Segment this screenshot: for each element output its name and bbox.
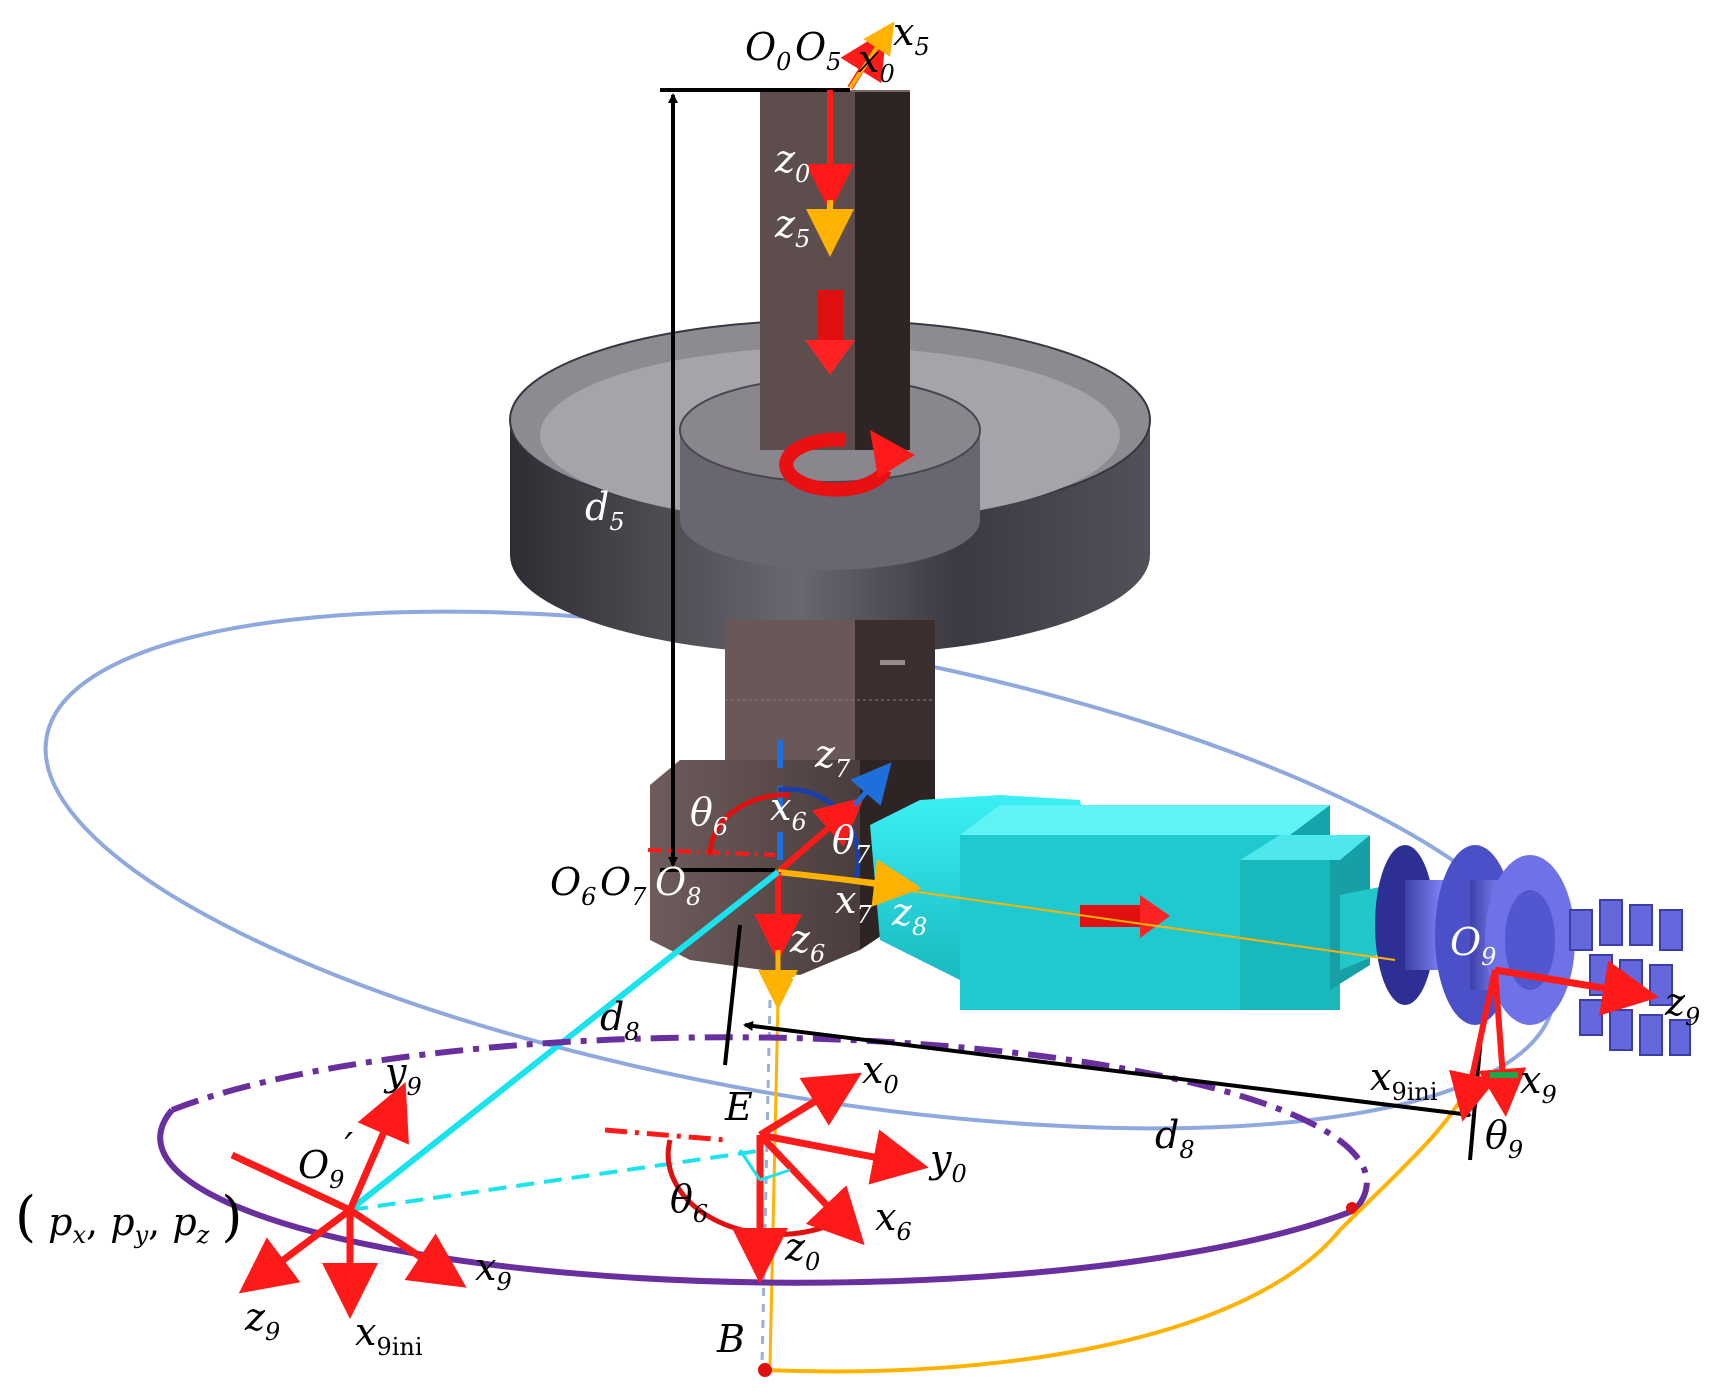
gripper: [1569, 899, 1691, 1056]
label-theta6-low: θ6: [670, 1177, 708, 1228]
label-B: B: [716, 1317, 745, 1361]
label-O0: O0: [745, 25, 791, 76]
label-O5: O5: [795, 25, 841, 76]
translation-arrow-z: [805, 290, 855, 375]
label-theta7: θ7: [832, 818, 871, 869]
rotation-arrow: [779, 432, 892, 497]
label-O8: O8: [655, 860, 701, 911]
label-z8: z8: [891, 890, 927, 941]
label-z6: z6: [789, 917, 825, 968]
labels: O0 O5 x5 x0 z0 z5 d5 z7 θ6 x6 θ7 O6 O7 O…: [15, 10, 1700, 1361]
label-O9-prime: O9′: [298, 1125, 353, 1194]
label-x6-top: x6: [770, 785, 807, 836]
point-B: [758, 1363, 772, 1377]
label-O9: O9: [1450, 920, 1496, 971]
label-O7: O7: [600, 860, 647, 911]
label-x9ini-right: x9ini: [1370, 1055, 1438, 1106]
label-x8: x8: [790, 962, 827, 1013]
label-x0-top: x0: [858, 37, 895, 88]
label-z9-low: z9: [244, 1295, 280, 1346]
label-x9ini-low: x9ini: [355, 1310, 423, 1361]
label-x0-low: x0: [862, 1048, 899, 1099]
dashed-projection: [349, 1148, 766, 1212]
label-O6: O6: [550, 860, 596, 911]
label-z0-top: z0: [774, 137, 810, 188]
label-theta6-top: θ6: [690, 790, 728, 841]
label-d8-left: d8: [600, 995, 640, 1046]
label-z7: z7: [814, 732, 851, 783]
cyan-arm: [870, 795, 1390, 1010]
label-x6-low: x6: [875, 1195, 912, 1246]
d5-dimension: [660, 88, 850, 872]
frame-0-5-top: [806, 21, 895, 257]
frame-9-prime: [230, 1082, 467, 1319]
frame-E: [604, 1072, 929, 1284]
label-z9-right: z9: [1664, 980, 1700, 1031]
purple-orbit-dashed: [170, 1034, 1370, 1212]
orbit-point: [1346, 1202, 1358, 1214]
label-x7: x7: [835, 878, 872, 929]
label-point-coords: ( px, py, pz ): [15, 1185, 242, 1252]
lower-column: [650, 620, 935, 975]
label-E: E: [724, 1085, 753, 1129]
label-d5: d5: [585, 485, 625, 536]
label-z0-low: z0: [784, 1225, 820, 1276]
purple-orbit: [157, 1108, 1357, 1286]
label-x9-low: x9: [475, 1245, 512, 1296]
label-y9: y9: [383, 1050, 422, 1101]
label-x5-top: x5: [893, 10, 930, 61]
label-x9-right: x9: [1520, 1058, 1557, 1109]
label-z5: z5: [774, 202, 810, 253]
frame-9-right: [1449, 960, 1659, 1122]
label-d8-mid: d8: [1155, 1113, 1195, 1164]
label-theta9: θ9: [1485, 1113, 1523, 1164]
frame-6-7-8: [647, 740, 1396, 1366]
label-y0: y0: [928, 1137, 967, 1188]
rotation-arrow-head: [870, 430, 915, 478]
